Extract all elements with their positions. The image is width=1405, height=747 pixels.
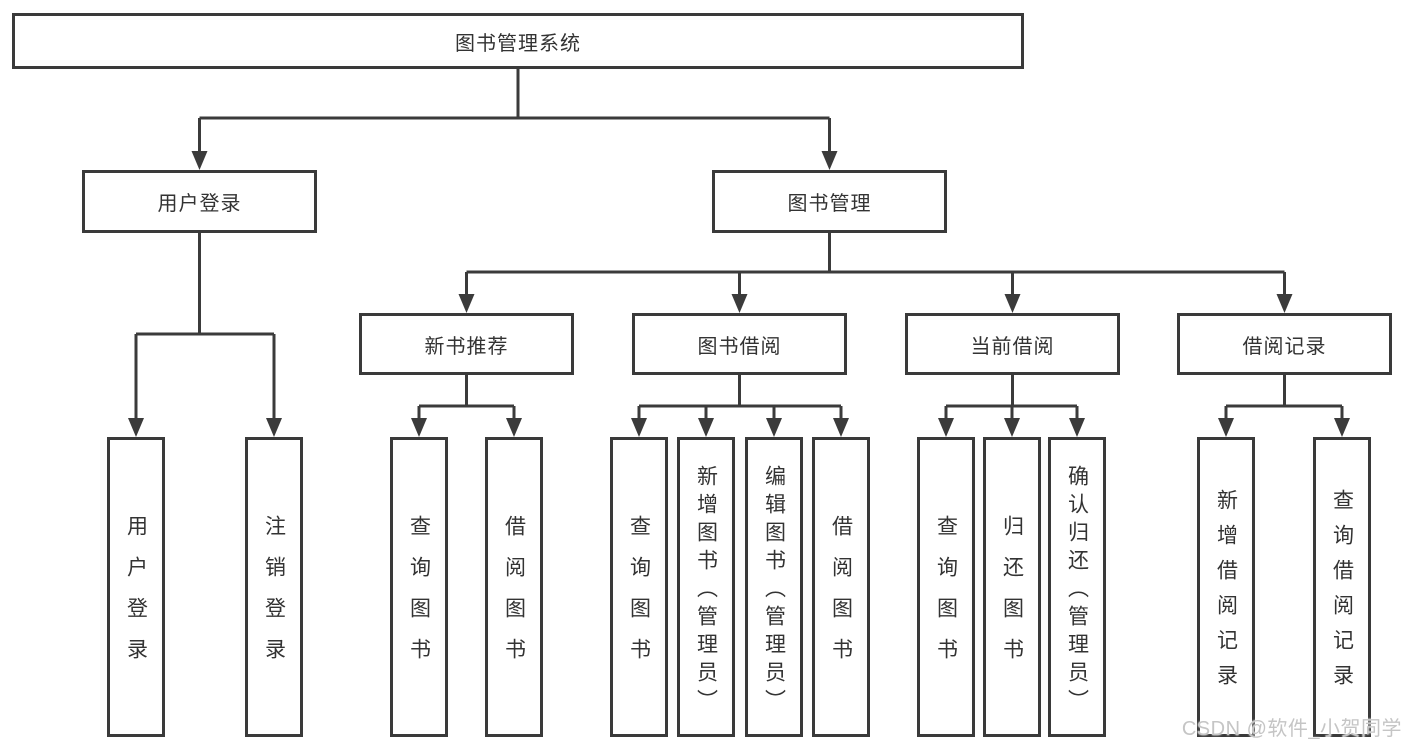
leaf-current-confirm-return-admin-label: 确认归还（管理员） (1065, 464, 1089, 717)
node-current-borrowing-label: 当前借阅 (970, 335, 1055, 358)
leaf-borrow-borrow-books: 借阅图书 (812, 437, 870, 737)
leaf-current-confirm-return-admin: 确认归还（管理员） (1048, 437, 1106, 737)
arrowheads (128, 151, 1350, 437)
leaf-records-query-record-label: 查询借阅记录 (1330, 489, 1354, 699)
node-borrowing-records: 借阅记录 (1177, 313, 1392, 375)
leaf-current-query-books-label: 查询图书 (934, 515, 958, 679)
leaf-borrow-borrow-books-label: 借阅图书 (829, 515, 853, 679)
node-current-borrowing: 当前借阅 (905, 313, 1120, 375)
node-book-management-label: 图书管理 (787, 193, 872, 215)
leaf-borrow-add-book-admin: 新增图书（管理员） (677, 437, 735, 737)
csdn-watermark: CSDN @软件_小贺同学 (1181, 718, 1402, 740)
node-new-book-recommend: 新书推荐 (359, 313, 574, 375)
leaf-current-return-books-label: 归还图书 (1000, 515, 1024, 679)
leaf-records-add-record: 新增借阅记录 (1197, 437, 1255, 737)
leaf-user-login-label: 用户登录 (124, 515, 148, 679)
leaf-borrow-query-books-label: 查询图书 (627, 515, 651, 679)
node-library-system-label: 图书管理系统 (455, 32, 581, 55)
leaf-borrow-add-book-admin-label: 新增图书（管理员） (694, 464, 718, 717)
leaf-current-query-books: 查询图书 (917, 437, 975, 737)
node-book-borrowing-label: 图书借阅 (697, 335, 782, 358)
node-book-management: 图书管理 (712, 170, 947, 233)
leaf-user-login: 用户登录 (107, 437, 165, 737)
leaf-records-add-record-label: 新增借阅记录 (1214, 489, 1238, 699)
node-borrowing-records-label: 借阅记录 (1242, 335, 1327, 358)
leaf-newbooks-borrow-books-label: 借阅图书 (502, 515, 526, 679)
leaf-newbooks-query-books-label: 查询图书 (407, 515, 431, 679)
leaf-logout-label: 注销登录 (262, 515, 286, 679)
leaf-borrow-edit-book-admin-label: 编辑图书（管理员） (762, 464, 786, 717)
leaf-current-return-books: 归还图书 (983, 437, 1041, 737)
leaf-newbooks-borrow-books: 借阅图书 (485, 437, 543, 737)
node-user-login-label: 用户登录 (157, 193, 242, 215)
leaf-borrow-query-books: 查询图书 (610, 437, 668, 737)
leaf-logout: 注销登录 (245, 437, 303, 737)
leaf-borrow-edit-book-admin: 编辑图书（管理员） (745, 437, 803, 737)
node-new-book-recommend-label: 新书推荐 (424, 335, 509, 358)
leaf-records-query-record: 查询借阅记录 (1313, 437, 1371, 737)
node-book-borrowing: 图书借阅 (632, 313, 847, 375)
node-user-login: 用户登录 (82, 170, 317, 233)
node-library-system: 图书管理系统 (12, 13, 1024, 69)
leaf-newbooks-query-books: 查询图书 (390, 437, 448, 737)
